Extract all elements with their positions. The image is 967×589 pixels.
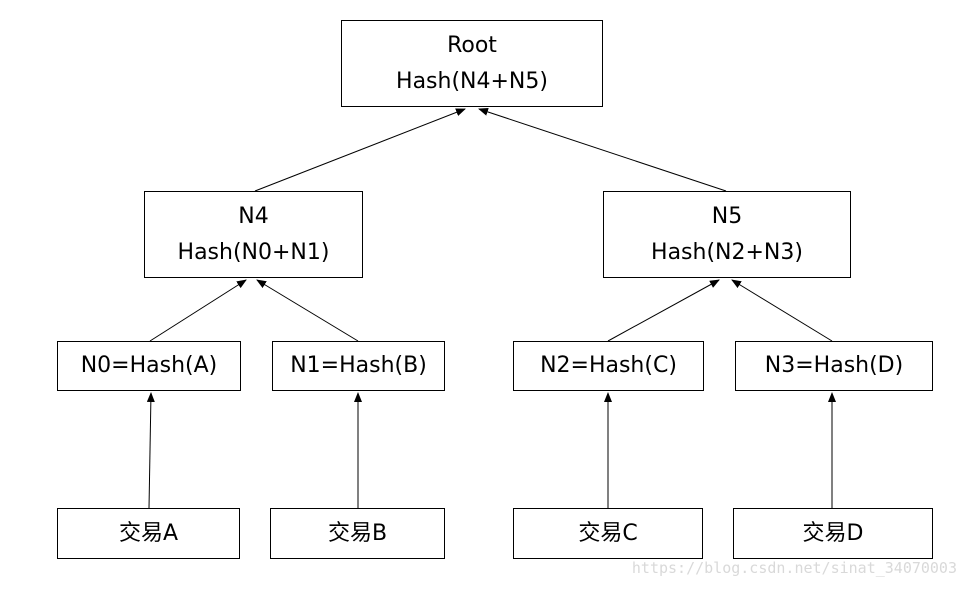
n1-node: N1=Hash(B) <box>272 341 445 391</box>
transaction-a-label: 交易A <box>118 520 179 546</box>
edge-n2-to-n5 <box>607 279 720 342</box>
n0-node-label: N0=Hash(A) <box>80 353 218 378</box>
root-node-title: Root <box>447 32 497 58</box>
edge-tx_a-to-n0 <box>146 392 155 509</box>
edge-n3-to-n5 <box>731 279 833 342</box>
transaction-d-label: 交易D <box>802 520 864 546</box>
n1-node-label: N1=Hash(B) <box>290 353 427 378</box>
edge-n4-to-root <box>254 108 466 192</box>
n4-node-title: N4 <box>238 203 269 229</box>
transaction-c-label: 交易C <box>578 520 638 546</box>
root-node: Root Hash(N4+N5) <box>341 20 603 107</box>
n5-node-hash: Hash(N2+N3) <box>651 239 803 265</box>
transaction-a-node: 交易A <box>57 508 240 559</box>
root-node-hash: Hash(N4+N5) <box>396 68 548 94</box>
n5-node-title: N5 <box>711 203 743 229</box>
watermark: https://blog.csdn.net/sinat_34070003 <box>631 559 957 577</box>
n0-node: N0=Hash(A) <box>57 341 241 391</box>
n3-node: N3=Hash(D) <box>735 341 933 391</box>
edge-n1-to-n4 <box>256 279 359 342</box>
n2-node: N2=Hash(C) <box>513 341 704 391</box>
edge-n0-to-n4 <box>149 279 247 342</box>
transaction-d-node: 交易D <box>733 508 933 559</box>
transaction-c-node: 交易C <box>513 508 703 559</box>
n4-node-hash: Hash(N0+N1) <box>177 239 330 265</box>
transaction-b-node: 交易B <box>270 508 445 559</box>
n4-node: N4 Hash(N0+N1) <box>144 191 363 278</box>
n5-node: N5 Hash(N2+N3) <box>603 191 851 278</box>
edge-n5-to-root <box>478 108 727 192</box>
transaction-b-label: 交易B <box>327 520 388 546</box>
n2-node-label: N2=Hash(C) <box>540 353 677 378</box>
n3-node-label: N3=Hash(D) <box>764 353 904 378</box>
